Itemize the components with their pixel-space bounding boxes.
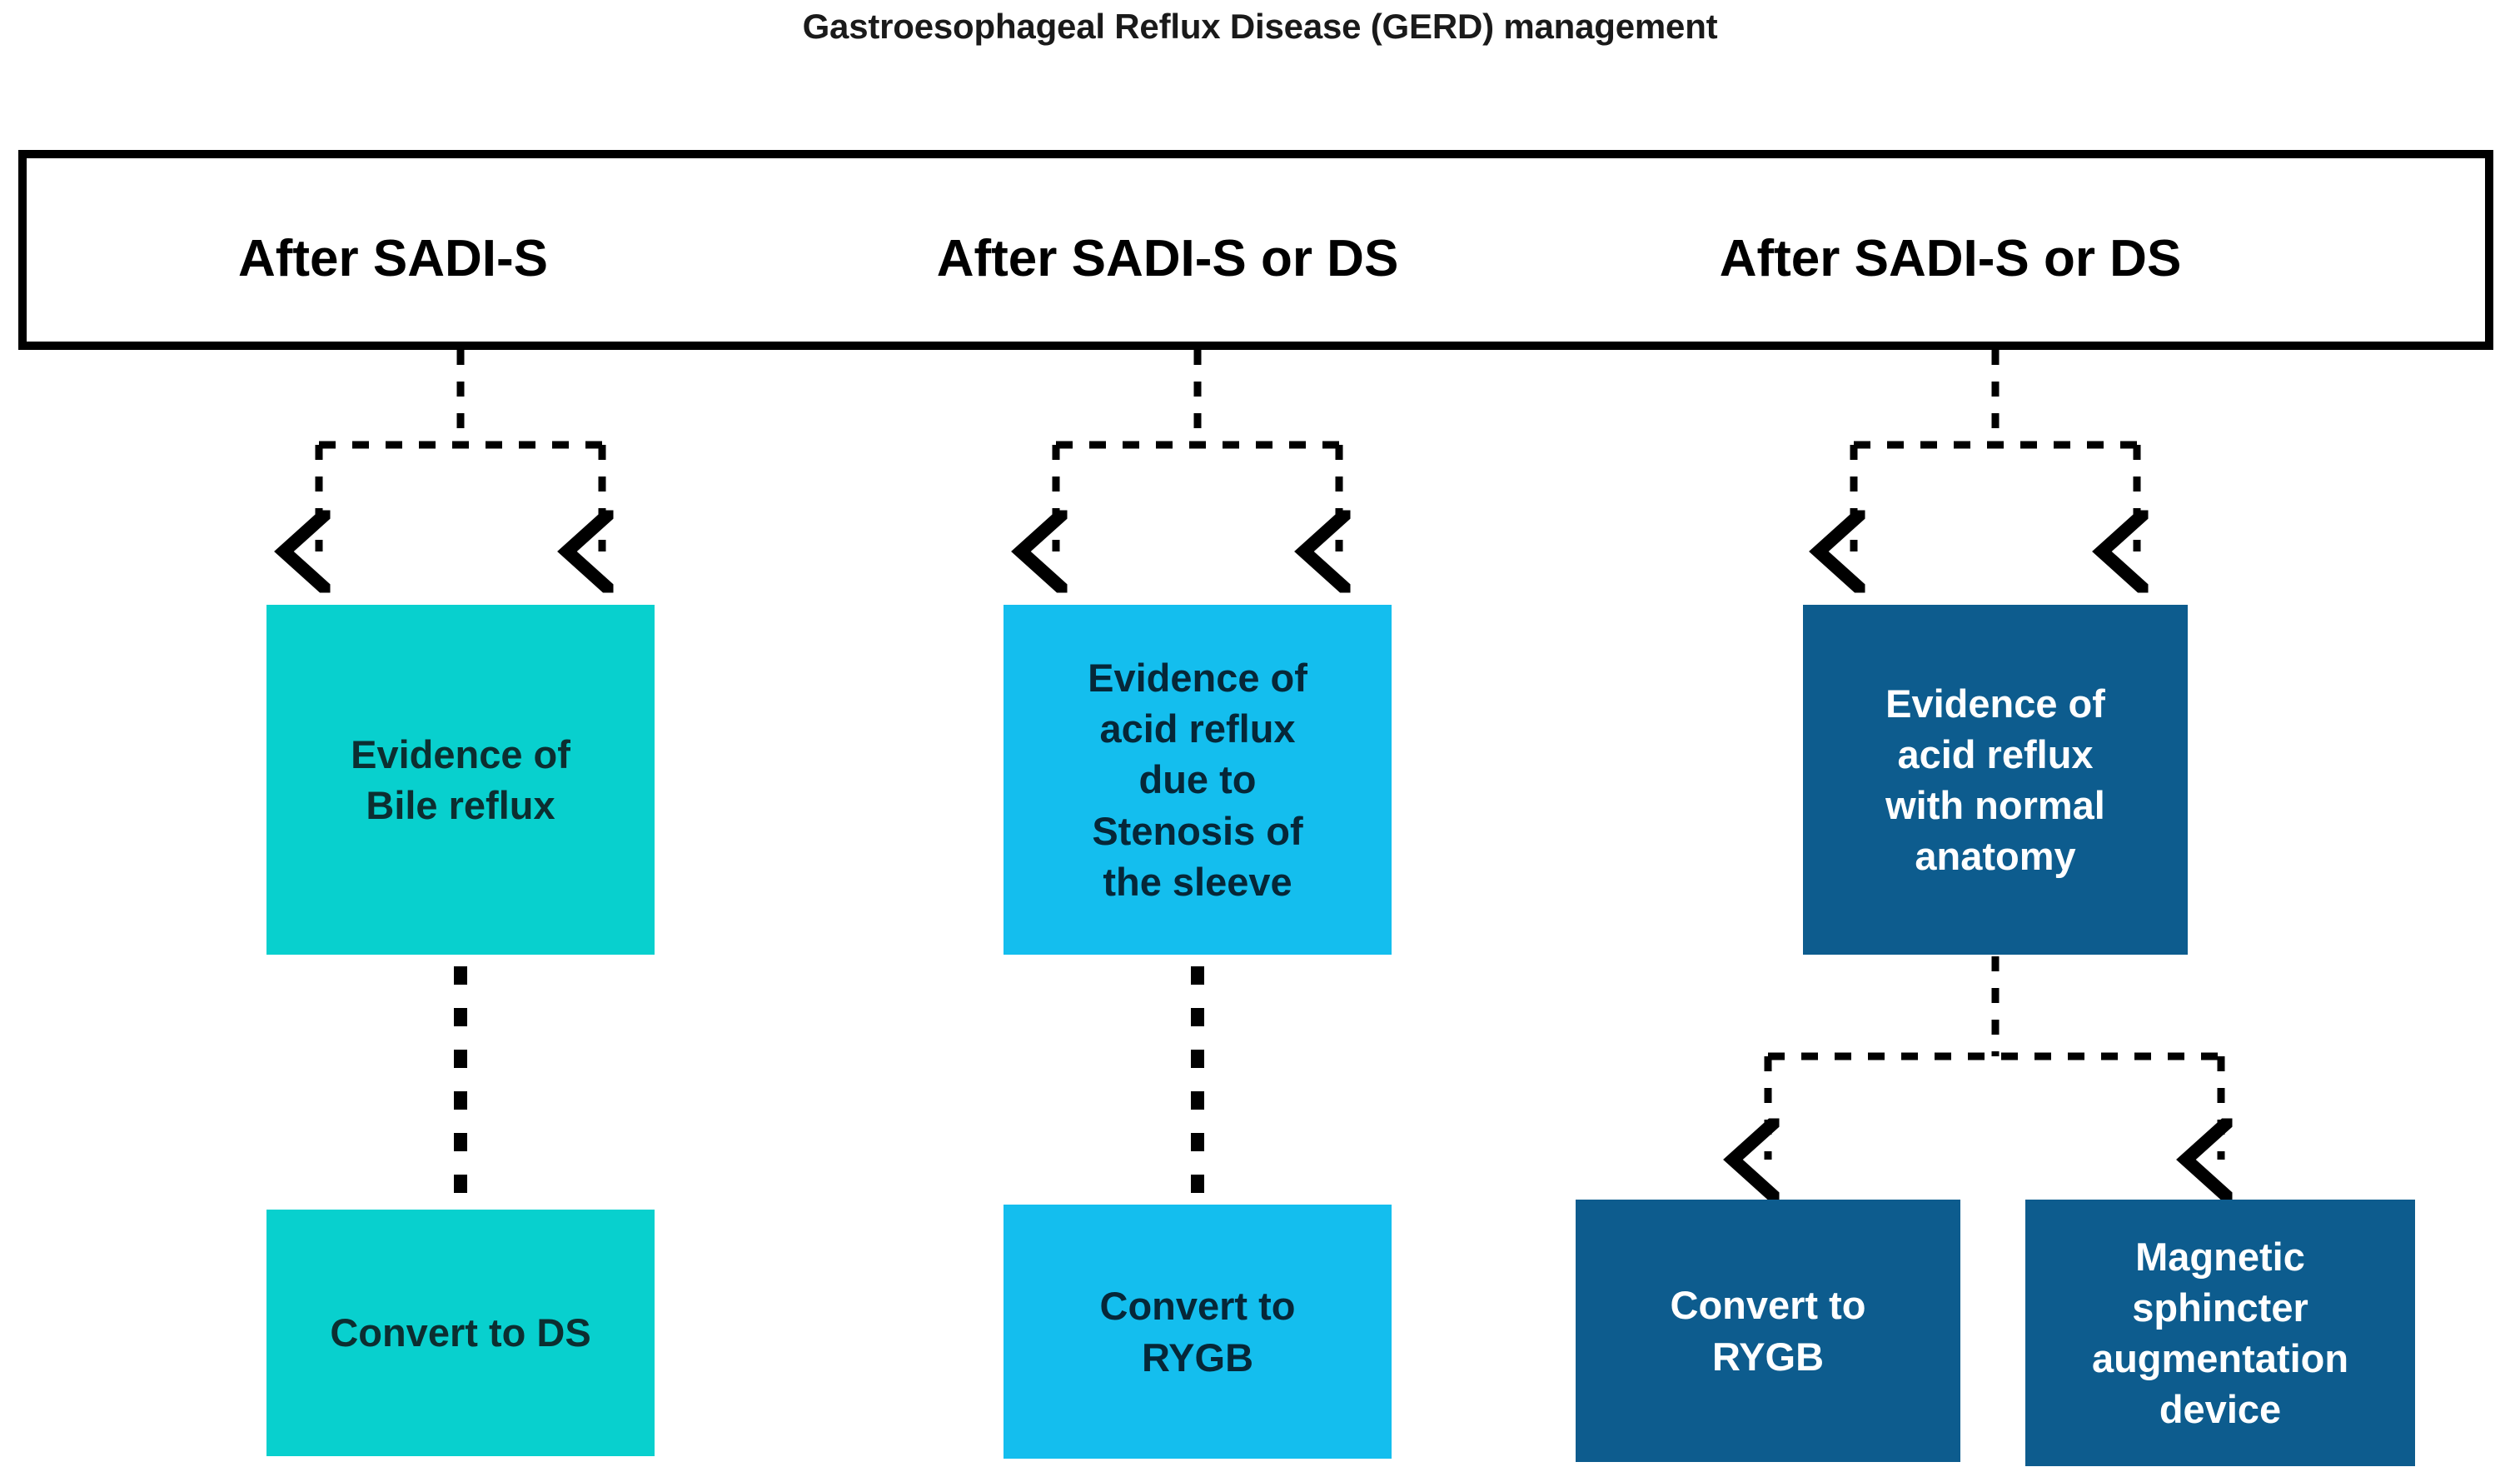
header-column-2: After SADI-S or DS xyxy=(936,229,1399,287)
connector-col3-split-top xyxy=(1854,350,2137,551)
connector-col3-split-bottom xyxy=(1768,956,2221,1160)
node-bile-reflux[interactable]: Evidence of Bile reflux xyxy=(266,605,655,955)
header-column-3: After SADI-S or DS xyxy=(1719,229,2182,287)
connector-col2-split xyxy=(1056,350,1339,551)
node-stenosis-acid-reflux[interactable]: Evidence of acid reflux due to Stenosis … xyxy=(1004,605,1392,955)
node-normal-anatomy-acid-reflux[interactable]: Evidence of acid reflux with normal anat… xyxy=(1803,605,2188,955)
header-column-1: After SADI-S xyxy=(237,229,549,287)
node-convert-to-rygb-col2[interactable]: Convert to RYGB xyxy=(1004,1205,1392,1459)
connector-col1-split xyxy=(319,350,602,551)
header-frame: After SADI-S After SADI-S or DS After SA… xyxy=(18,150,2493,350)
page-title: Gastroesophageal Reflux Disease (GERD) m… xyxy=(802,7,1718,46)
node-convert-to-rygb-col3[interactable]: Convert to RYGB xyxy=(1576,1200,1960,1462)
node-convert-to-ds[interactable]: Convert to DS xyxy=(266,1210,655,1456)
node-magnetic-sphincter-augmentation-device[interactable]: Magnetic sphincter augmentation device xyxy=(2025,1200,2415,1466)
